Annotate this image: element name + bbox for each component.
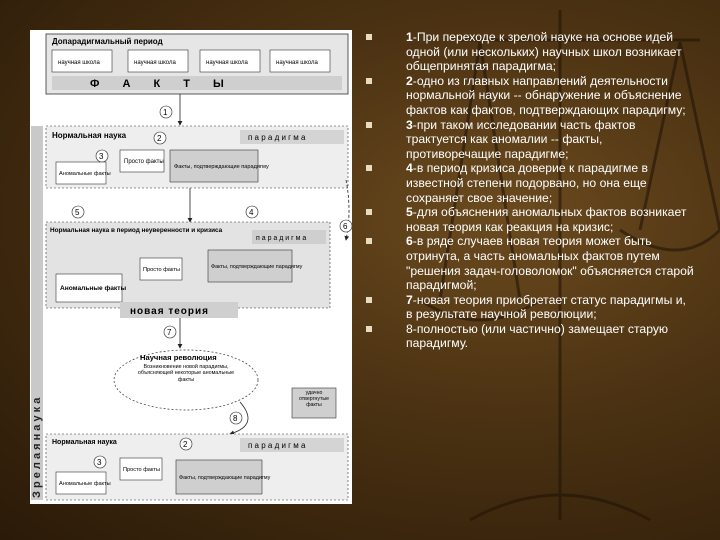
bullet-text: -для объяснения аномальных фактов возник… (406, 205, 687, 234)
anomalous-facts-label: Аномальные факты (59, 171, 111, 177)
bullet-text: -одно из главных направлений деятельност… (406, 73, 686, 117)
step-number: 3 (97, 458, 102, 467)
kuhn-diagram: З р е л а я н а у к а Допарадигмальный п… (30, 30, 352, 504)
anomalous-facts-label: Аномальные факты (59, 481, 111, 487)
bullet-text: -в ряде случаев новая теория может быть … (406, 234, 694, 293)
bullet-item: 4-в период кризиса доверие к парадигме в… (364, 161, 694, 205)
confirming-facts-label: Факты, подтверждающие парадигму (174, 164, 269, 170)
bullet-item: 7-новая теория приобретает статус паради… (364, 293, 694, 322)
step-number: 7 (167, 328, 172, 337)
square-bullet-icon (366, 296, 372, 303)
step-number: 6 (343, 222, 348, 231)
simple-facts-label: Просто факты (124, 159, 164, 165)
school-label: научная школа (134, 60, 176, 66)
bullet-item: 6-в ряде случаев новая теория может быть… (364, 234, 694, 292)
crisis-title: Нормальная наука в период неуверенности … (50, 227, 223, 234)
anomalous-facts-label: Аномальные факты (60, 285, 126, 292)
normal-top-title: Нормальная наука (52, 131, 127, 140)
step-number: 5 (75, 208, 80, 217)
bullet-text: -При переходе к зрелой науке на основе и… (406, 30, 682, 74)
bullet-list: 1-При переходе к зрелой науке на основе … (364, 30, 694, 351)
square-bullet-icon (366, 77, 372, 84)
revolution-title: Научная революция (140, 353, 217, 362)
facts-label: Ф А К Т Ы (90, 78, 234, 90)
step-number: 2 (183, 440, 188, 449)
bullet-item: 1-При переходе к зрелой науке на основе … (364, 30, 694, 74)
school-label: научная школа (58, 60, 100, 66)
confirming-facts-label: Факты, подтверждающие парадигму (179, 475, 271, 481)
bullet-text: 8-полностью (или частично) замещает стар… (406, 321, 669, 351)
bullet-number: 6 (406, 234, 413, 249)
confirming-facts-label: Факты, подтверждающие парадигму (211, 264, 303, 270)
bullet-item: 2-одно из главных направлений деятельнос… (364, 74, 694, 118)
crisis-paradigm: п а р а д и г м а (256, 235, 306, 242)
simple-facts-label: Просто факты (143, 267, 180, 273)
bullet-text: -при таком исследовании часть фактов тра… (406, 117, 636, 161)
bullet-number: 1 (406, 30, 413, 44)
bullet-number: 3 (406, 117, 413, 132)
step-number: 1 (163, 108, 168, 117)
discarded-facts-label: удачно отвергнутые факты (299, 390, 329, 408)
square-bullet-icon (366, 325, 372, 332)
bullet-number: 4 (406, 161, 413, 176)
bullet-number: 2 (406, 73, 413, 88)
preparadigm-title: Допарадигмальный период (52, 37, 163, 46)
square-bullet-icon (366, 238, 372, 245)
step-number: 3 (99, 152, 104, 161)
school-label: научная школа (276, 60, 318, 66)
square-bullet-icon (366, 34, 372, 40)
bullet-number: 7 (406, 292, 413, 307)
step-number: 4 (249, 208, 254, 217)
simple-facts-label: Просто факты (123, 467, 160, 473)
normal-top-paradigm: п а р а д и г м а (248, 133, 306, 142)
new-theory-label: новая теория (130, 306, 209, 317)
step-number: 2 (157, 134, 162, 143)
bullet-number: 5 (406, 205, 413, 220)
school-label: научная школа (206, 60, 248, 66)
bullet-item: 5-для объяснения аномальных фактов возни… (364, 205, 694, 234)
bullet-item: 8-полностью (или частично) замещает стар… (364, 322, 694, 351)
school-boxes (51, 49, 331, 73)
bullet-text: -новая теория приобретает статус парадиг… (406, 292, 686, 322)
square-bullet-icon (366, 121, 372, 128)
normal-bottom-title: Нормальная наука (52, 439, 117, 446)
step-number: 8 (233, 414, 238, 423)
bullet-item: 3-при таком исследовании часть фактов тр… (364, 118, 694, 162)
bullet-text: -в период кризиса доверие к парадигме в … (406, 161, 649, 205)
side-title: З р е л а я н а у к а (31, 397, 43, 498)
normal-bottom-paradigm: п а р а д и г м а (248, 441, 306, 450)
square-bullet-icon (366, 209, 372, 216)
revolution-text: Возникновение новой парадигмы, объясняющ… (137, 364, 235, 383)
square-bullet-icon (366, 165, 372, 172)
